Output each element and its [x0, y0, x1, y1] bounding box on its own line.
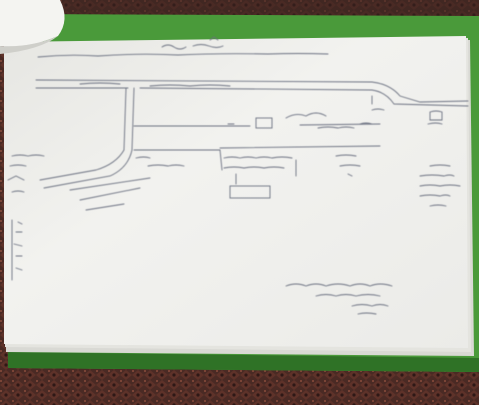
- plot-row-scribble: [223, 154, 361, 185]
- diagonal-path: [69, 177, 151, 211]
- middle-road: [133, 123, 381, 127]
- paper-sheet: [4, 36, 468, 348]
- plot-box-lower: [229, 185, 271, 199]
- left-notes-scribble: [7, 154, 185, 193]
- heading-scribble: [161, 36, 224, 50]
- signature-scribble: [285, 283, 393, 315]
- right-legend-scribble: [419, 164, 461, 207]
- top-road: [35, 79, 469, 103]
- hand-drawn-site-map: [7, 36, 469, 315]
- subheading-scribble: [37, 53, 329, 58]
- green-folder-shadow: [8, 352, 479, 372]
- road-label-scribble: [79, 82, 231, 87]
- margin-writing: [11, 219, 23, 281]
- curled-paper-corner: [0, 0, 65, 47]
- right-building-scribble: [371, 95, 443, 125]
- plot-box-upper: [255, 117, 273, 129]
- vertical-road: [39, 87, 127, 181]
